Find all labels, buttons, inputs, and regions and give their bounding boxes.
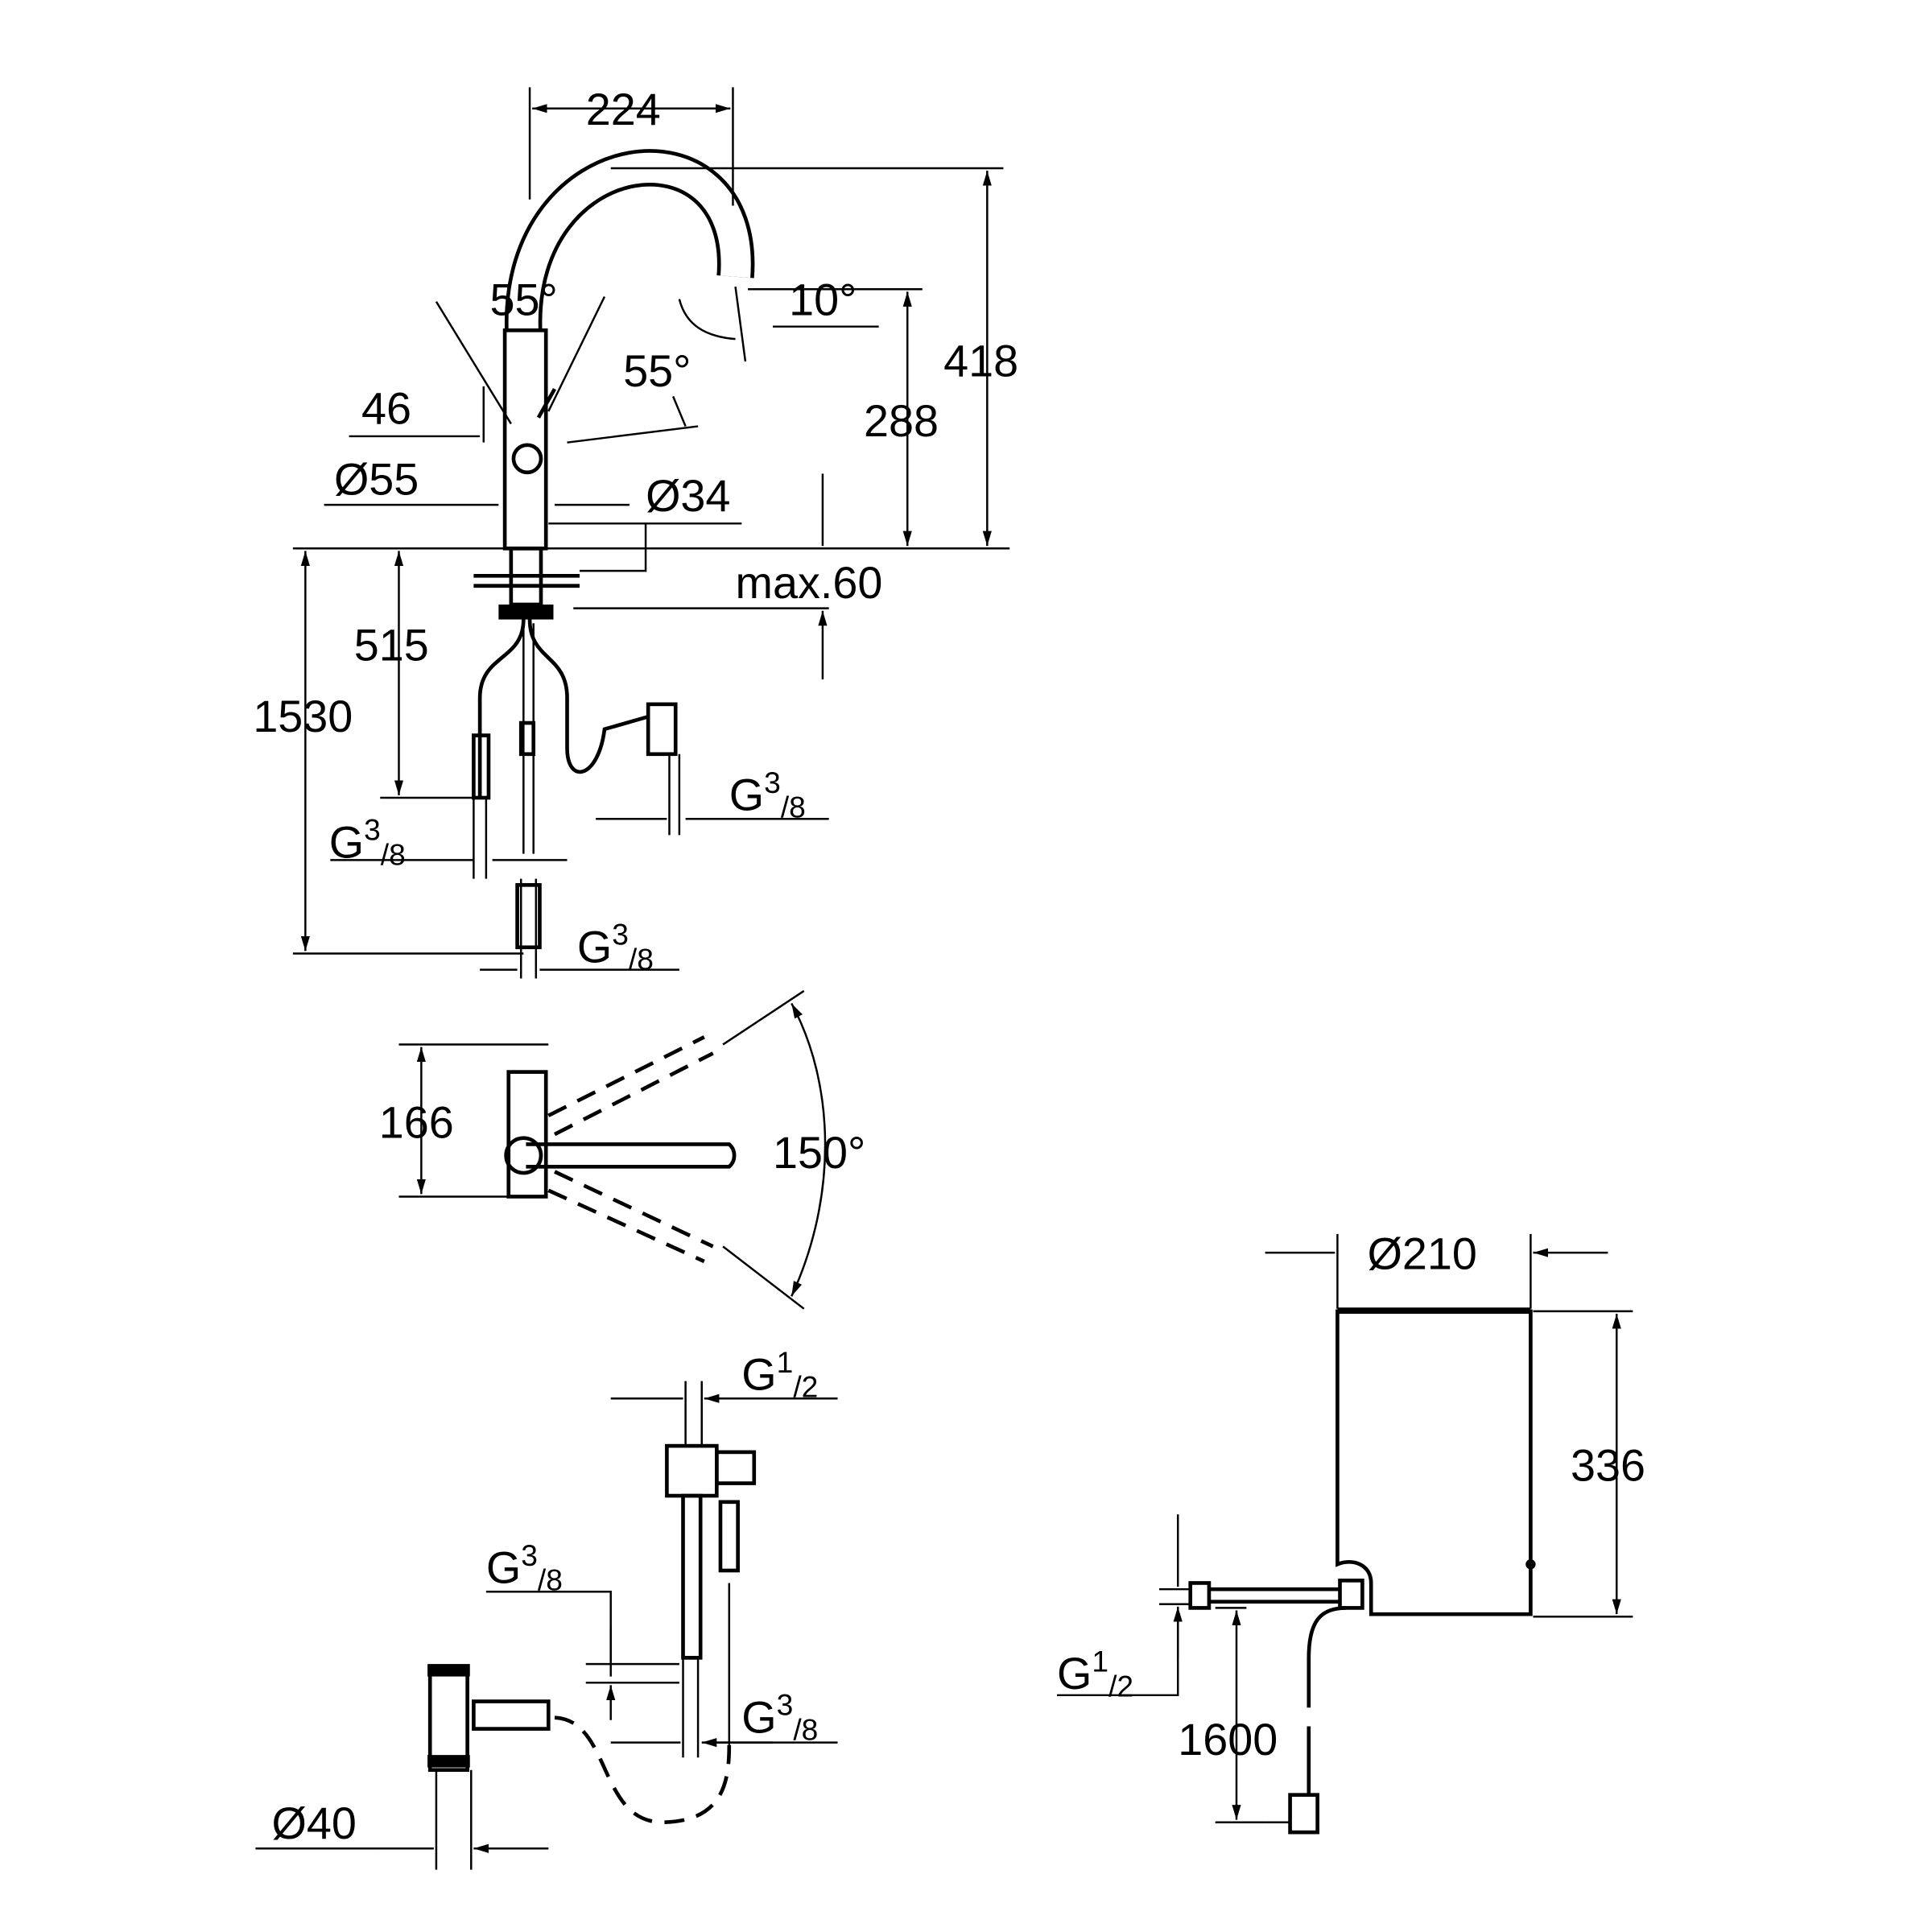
dim-224: 224: [586, 85, 661, 134]
dia-210: Ø210: [1368, 1228, 1477, 1278]
faucet-top-view: 166 150°: [379, 989, 865, 1310]
dim-288: 288: [864, 396, 939, 446]
thread-g38-valve-left: G3/8: [486, 1538, 563, 1597]
faucet-body: [502, 328, 548, 551]
boiler-tank: [1335, 1309, 1533, 1616]
thread-g12-inlet: G1/2: [741, 1345, 818, 1404]
valve-view: G1/2 G3/8 G3/8 Ø40: [255, 1345, 838, 1870]
faucet-side-view: 224 418 288 55° 55° 10° 46 Ø55 Ø34 max.6…: [253, 85, 1018, 979]
angle-spout-10: 10°: [789, 275, 857, 325]
dim-1530: 1530: [253, 691, 353, 741]
thread-g38-right: G3/8: [729, 766, 806, 824]
dim-336: 336: [1571, 1440, 1645, 1490]
angle-right-55: 55°: [623, 346, 691, 396]
angle-150: 150°: [773, 1128, 865, 1178]
dim-46: 46: [361, 383, 411, 433]
dim-166: 166: [379, 1098, 454, 1148]
thread-g38-bottom: G3/8: [577, 918, 654, 976]
thread-g38-valve-right: G3/8: [741, 1688, 818, 1747]
boiler-view: Ø210 336 G1/2 1600: [1057, 1228, 1645, 1835]
angle-left-55: 55°: [490, 275, 558, 325]
dia-40: Ø40: [272, 1798, 357, 1848]
dia-34: Ø34: [646, 471, 730, 521]
thread-g38-left: G3/8: [329, 813, 406, 872]
thread-g12-boiler: G1/2: [1057, 1644, 1133, 1703]
dim-515: 515: [354, 621, 429, 671]
lever-hub: [511, 443, 543, 475]
dim-418: 418: [943, 336, 1018, 386]
max-60: max.60: [736, 558, 883, 608]
cable-1600: 1600: [1178, 1715, 1278, 1765]
dia-55: Ø55: [334, 455, 419, 505]
